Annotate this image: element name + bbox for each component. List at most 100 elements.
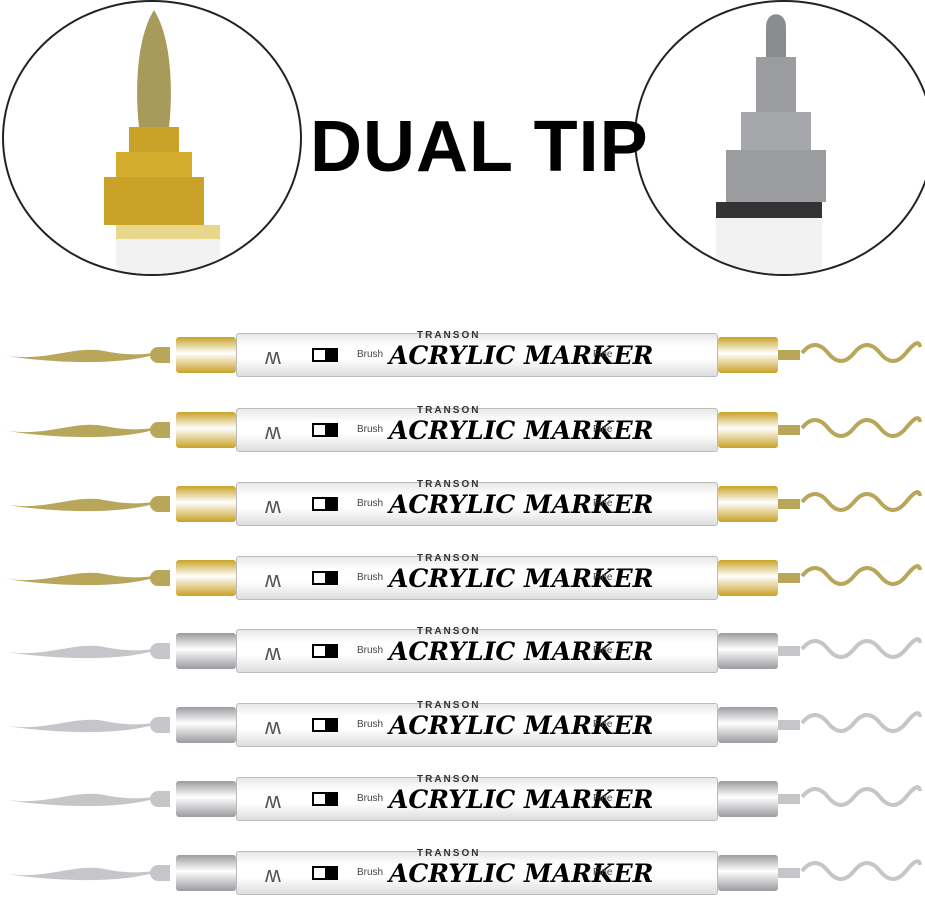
fine-stroke-swatch [800,711,922,733]
squiggle-icon: ʍ [265,567,281,592]
brush-cap-end [176,633,236,669]
fine-nib [778,573,800,583]
marker-gold: TRANSON ʍ Brush ACRYLIC MARKER Fine [0,474,925,534]
brush-label: Brush [357,572,384,583]
headline: DUAL TIP [310,107,649,187]
fine-nib [778,794,800,804]
brush-label: Brush [357,645,384,656]
fine-label: Fine [593,349,613,360]
marker-barrel: TRANSON ʍ Brush ACRYLIC MARKER Fine [236,848,718,895]
brush-label: Brush [357,793,384,804]
brush-stroke-swatch [4,719,154,733]
marker-silver: TRANSON ʍ Brush ACRYLIC MARKER Fine [0,621,925,681]
fine-nib [778,868,800,878]
fine-cap-end [718,412,778,448]
brush-stroke-swatch [4,572,154,586]
fine-stroke-swatch [800,341,922,363]
marker-gold: TRANSON ʍ Brush ACRYLIC MARKER Fine [0,548,925,608]
silver-fine-tip-icon [716,14,826,274]
product-title: ACRYLIC MARKER [389,341,654,370]
brush-stroke-swatch [4,349,154,363]
brush-label: Brush [357,867,384,878]
fine-nib [778,499,800,509]
fine-cap-end [718,855,778,891]
brand-label: TRANSON [417,700,481,711]
fine-nib [778,350,800,360]
marker-barrel: TRANSON ʍ Brush ACRYLIC MARKER Fine [236,626,718,673]
brush-stroke-swatch [4,498,154,512]
squiggle-icon: ʍ [265,862,281,887]
product-title: ACRYLIC MARKER [389,416,654,445]
squiggle-icon: ʍ [265,714,281,739]
brush-label: Brush [357,498,384,509]
brand-label: TRANSON [417,405,481,416]
product-title: ACRYLIC MARKER [389,859,654,888]
fine-stroke-swatch [800,416,922,438]
marker-silver: TRANSON ʍ Brush ACRYLIC MARKER Fine [0,843,925,903]
brand-label: TRANSON [417,626,481,637]
fine-label: Fine [593,867,613,878]
fine-cap-end [718,633,778,669]
fine-nib [778,425,800,435]
fine-nib [778,720,800,730]
marker-gold: TRANSON ʍ Brush ACRYLIC MARKER Fine [0,325,925,385]
fine-label: Fine [593,572,613,583]
brush-tip-icon [312,348,338,362]
fine-stroke-swatch [800,490,922,512]
brush-tip-icon [312,644,338,658]
brush-cap-end [176,781,236,817]
product-title: ACRYLIC MARKER [389,564,654,593]
fine-stroke-swatch [800,637,922,659]
fine-cap-end [718,781,778,817]
brush-label: Brush [357,424,384,435]
brush-tip-icon [312,718,338,732]
product-title: ACRYLIC MARKER [389,637,654,666]
fine-label: Fine [593,645,613,656]
marker-barrel: TRANSON ʍ Brush ACRYLIC MARKER Fine [236,774,718,821]
brush-nib [150,791,170,807]
fine-stroke-swatch [800,859,922,881]
fine-cap-end [718,560,778,596]
squiggle-icon: ʍ [265,788,281,813]
fine-stroke-swatch [800,564,922,586]
brush-tip-closeup [2,0,302,276]
brush-nib [150,717,170,733]
brand-label: TRANSON [417,479,481,490]
marker-barrel: TRANSON ʍ Brush ACRYLIC MARKER Fine [236,479,718,526]
product-title: ACRYLIC MARKER [389,490,654,519]
brand-label: TRANSON [417,330,481,341]
brush-nib [150,865,170,881]
brush-label: Brush [357,719,384,730]
brush-cap-end [176,486,236,522]
marker-gold: TRANSON ʍ Brush ACRYLIC MARKER Fine [0,400,925,460]
brush-stroke-swatch [4,793,154,807]
marker-barrel: TRANSON ʍ Brush ACRYLIC MARKER Fine [236,330,718,377]
brush-cap-end [176,707,236,743]
brush-nib [150,496,170,512]
brush-tip-icon [312,571,338,585]
squiggle-icon: ʍ [265,344,281,369]
brand-label: TRANSON [417,774,481,785]
marker-barrel: TRANSON ʍ Brush ACRYLIC MARKER Fine [236,700,718,747]
brush-nib [150,570,170,586]
brush-nib [150,422,170,438]
brush-cap-end [176,412,236,448]
marker-barrel: TRANSON ʍ Brush ACRYLIC MARKER Fine [236,405,718,452]
brush-tip-icon [312,423,338,437]
squiggle-icon: ʍ [265,493,281,518]
brush-nib [150,643,170,659]
brush-stroke-swatch [4,424,154,438]
fine-stroke-swatch [800,785,922,807]
brush-tip-icon [312,866,338,880]
brush-label: Brush [357,349,384,360]
brand-label: TRANSON [417,553,481,564]
marker-silver: TRANSON ʍ Brush ACRYLIC MARKER Fine [0,695,925,755]
brand-label: TRANSON [417,848,481,859]
brush-cap-end [176,337,236,373]
brush-stroke-swatch [4,867,154,881]
product-title: ACRYLIC MARKER [389,711,654,740]
brush-cap-end [176,560,236,596]
brush-tip-icon [312,497,338,511]
gold-brush-tip-icon [104,10,220,274]
fine-label: Fine [593,793,613,804]
